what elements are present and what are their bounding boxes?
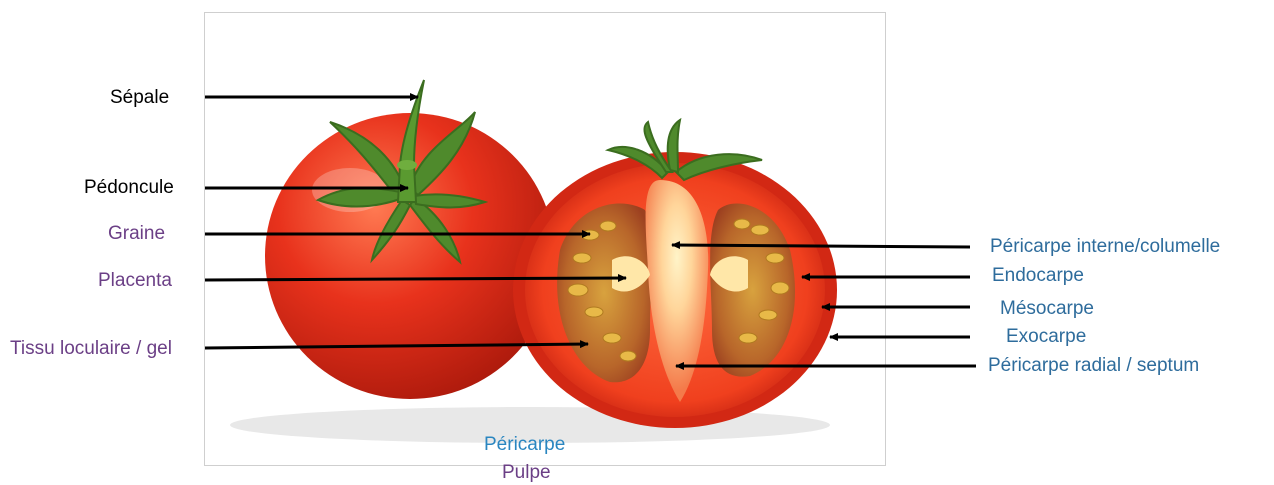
label-pedoncule: Pédoncule bbox=[84, 178, 174, 197]
label-pulpe: Pulpe bbox=[502, 463, 551, 482]
whole-tomato bbox=[265, 80, 555, 399]
label-pericarpe-interne: Péricarpe interne/columelle bbox=[990, 237, 1220, 256]
label-exocarpe: Exocarpe bbox=[1006, 327, 1086, 346]
label-mesocarpe: Mésocarpe bbox=[1000, 299, 1094, 318]
label-graine: Graine bbox=[108, 224, 165, 243]
label-placenta: Placenta bbox=[98, 271, 172, 290]
arrow-placenta bbox=[205, 278, 626, 280]
label-pericarpe: Péricarpe bbox=[484, 435, 565, 454]
label-pericarpe-radial: Péricarpe radial / septum bbox=[988, 356, 1199, 375]
arrow-pericarpe-interne bbox=[672, 245, 970, 247]
label-tissu-loculaire: Tissu loculaire / gel bbox=[10, 339, 172, 358]
label-endocarpe: Endocarpe bbox=[992, 266, 1084, 285]
label-sepale: Sépale bbox=[110, 88, 169, 107]
cut-tomato bbox=[513, 120, 837, 428]
